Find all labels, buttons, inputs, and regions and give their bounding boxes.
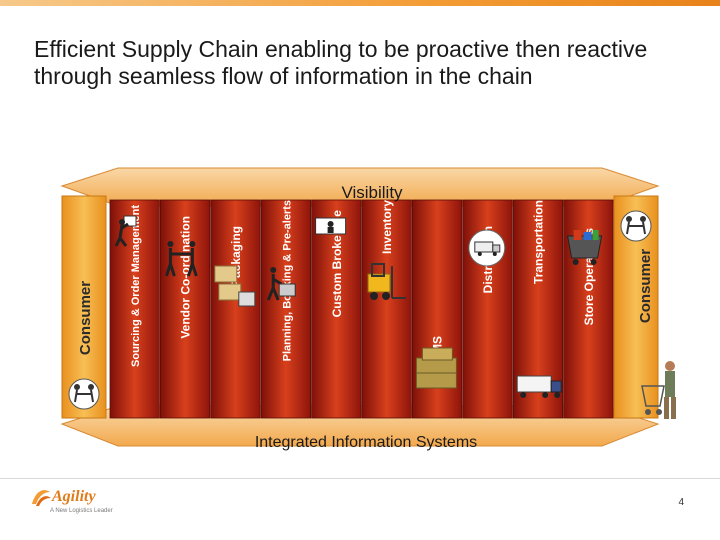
column-label: Sourcing & Order Management <box>130 205 142 367</box>
supply-chain-diagram: Sourcing & Order Management Vendor Co-ord… <box>60 167 676 451</box>
page-number: 4 <box>678 497 684 508</box>
handshake-icon <box>164 241 198 277</box>
supply-chain-column: Distribution <box>462 199 513 419</box>
supply-chain-column: Custom Brokerage <box>311 199 362 419</box>
supply-chain-column: Inventory <box>361 199 412 419</box>
supply-chain-column: Packaging <box>210 199 261 419</box>
agility-logo-mark <box>32 490 51 506</box>
supply-chain-column: Planning, Booking & Pre-alerts <box>260 199 312 419</box>
consumer-left-icon <box>68 378 100 410</box>
planning-icon <box>266 267 296 301</box>
column-bar <box>260 199 312 419</box>
consumer-left-label: Consumer <box>77 281 94 355</box>
agility-logo: Agility A New Logistics Leader <box>30 486 140 526</box>
column-bar <box>109 199 160 419</box>
logo-wordmark: Agility <box>52 488 96 505</box>
footer-divider <box>0 478 720 479</box>
column-bar <box>210 199 261 419</box>
column-label: Planning, Booking & Pre-alerts <box>281 200 293 361</box>
supply-chain-column: Vendor Co-ordination <box>159 199 211 419</box>
supply-chain-column: Transportation <box>512 199 564 419</box>
person-carrying-box-icon <box>114 215 137 247</box>
top-accent-band <box>0 0 720 6</box>
column-label: Custom Brokerage <box>330 210 344 318</box>
pallet-stack-icon <box>415 347 457 389</box>
shopping-cart-icon <box>567 230 603 265</box>
column-bar <box>159 199 211 419</box>
integrated-systems-label: Integrated Information Systems <box>255 434 477 451</box>
column-label: Inventory <box>380 200 394 254</box>
supply-chain-column: Sourcing & Order Management <box>109 199 160 419</box>
delivery-truck-icon <box>468 229 506 267</box>
visibility-label: Visibility <box>341 183 403 202</box>
packaging-boxes-icon <box>214 265 256 307</box>
consumer-right-label: Consumer <box>637 249 654 323</box>
logo-tagline: A New Logistics Leader <box>50 508 113 514</box>
column-bar <box>311 199 362 419</box>
forklift-icon <box>367 263 406 300</box>
supply-chain-column: WMS <box>411 199 463 419</box>
column-bar <box>361 199 412 419</box>
column-label: Transportation <box>531 200 545 284</box>
consumer-right-icon <box>620 210 652 242</box>
column-label: Vendor Co-ordination <box>179 216 193 339</box>
shopper-with-cart-icon <box>641 361 676 419</box>
slide-title: Efficient Supply Chain enabling to be pr… <box>34 36 648 89</box>
customs-officer-icon <box>315 217 347 235</box>
semi-truck-icon <box>516 375 562 398</box>
supply-chain-column: Store Operations <box>563 199 614 419</box>
consumer-right-pillar <box>613 195 659 419</box>
